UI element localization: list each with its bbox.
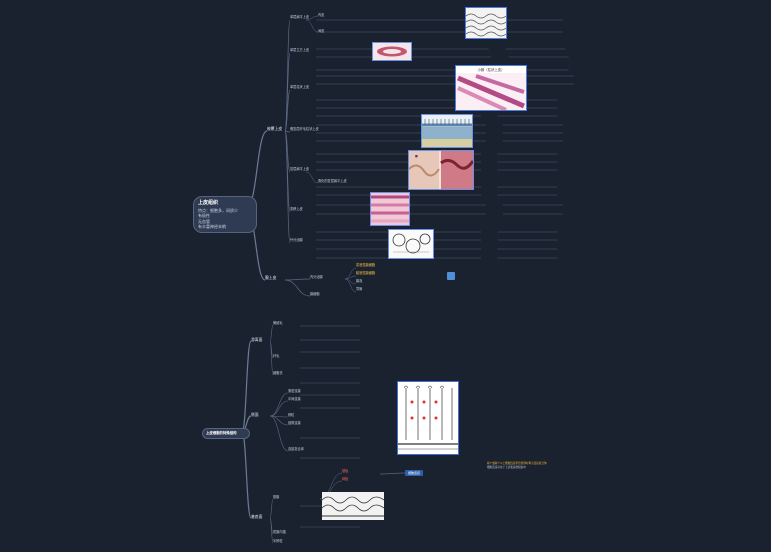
top-root-sub-2: 有极性 (198, 213, 210, 219)
highlight-cell-junction-box[interactable]: 细胞连接 (405, 470, 424, 476)
side-note: 两个或两个以上细胞连接紧密相邻时称为连接复合体 细胞连接存在于上皮和其他组织中 (487, 462, 547, 469)
histology-image-pseudostratified[interactable] (421, 114, 473, 148)
histology-image-transitional[interactable] (370, 192, 410, 226)
top-root-sub-3: 无血管 (198, 218, 210, 224)
basal-diagram-image[interactable] (322, 492, 384, 520)
bottom-root-title: 上皮细胞的特殊结构 (206, 431, 237, 435)
top-branch-glandular-epithelium[interactable]: 腺上皮 (265, 275, 277, 280)
connector-line (269, 415, 289, 452)
leaf-duct[interactable]: 导管 (356, 287, 363, 291)
side-note-line-1: 两个或两个以上细胞连接紧密相邻时称为连接复合体 (487, 462, 547, 465)
top-root-title: 上皮组织 (198, 200, 219, 206)
leaf-mesothelium[interactable]: 间皮 (318, 29, 325, 33)
leaf-plasma-infolding[interactable]: 质膜内褶 (273, 530, 286, 534)
connector-line (269, 498, 274, 519)
histology-image-gland[interactable] (388, 229, 434, 259)
connector-line (284, 89, 291, 132)
leaf-tight-junction[interactable]: 紧密连接 (288, 389, 301, 393)
top-root-node[interactable]: 上皮组织 特点：细胞多，间质少 有极性 无血管 有丰富神经末梢 (193, 196, 257, 234)
leaf-basement-membrane[interactable]: 基膜 (273, 495, 280, 499)
connector-line (305, 19, 319, 33)
side-note-line-2: 细胞连接存在于上皮和其他组织中 (487, 465, 526, 469)
attachment-marker-icon[interactable] (447, 272, 455, 280)
connector-line (269, 392, 289, 417)
connector-line (269, 324, 274, 342)
leaf-pseudostratified[interactable]: 假复层纤毛柱状上皮 (290, 127, 319, 131)
leaf-gap-junction[interactable]: 缝隙连接 (288, 421, 301, 425)
leaf-transitional[interactable]: 变移上皮 (290, 207, 303, 211)
top-branch-covering-epithelium[interactable]: 被覆上皮 (267, 126, 283, 131)
bottom-root-node[interactable]: 上皮细胞的特殊结构 (202, 428, 250, 439)
top-root-sub-1: 特点：细胞多，间质少 (198, 207, 238, 213)
leaf-desmosome[interactable]: 桥粒 (288, 413, 295, 417)
histology-image-columnar[interactable]: 小肠（柱状上皮） (455, 65, 527, 111)
leaf-stratified-squamous[interactable]: 复层扁平上皮 (290, 167, 310, 171)
leaf-intermediate-junction[interactable]: 中间连接 (288, 397, 301, 401)
leaf-hemidesmosome[interactable]: 半桥粒 (273, 539, 283, 543)
connector-line (344, 278, 357, 293)
svg-text:■: ■ (415, 154, 418, 158)
leaf-microvilli[interactable]: 微绒毛 (273, 321, 283, 325)
leaf-junctional-complex[interactable]: 连接复合体 (288, 447, 304, 451)
connector-line (284, 130, 291, 244)
connector-line (284, 278, 311, 281)
leaf-exocrine[interactable]: 外分泌腺 (290, 238, 303, 242)
leaf-endocrine[interactable]: 内分泌腺 (310, 275, 323, 279)
connector-line (269, 400, 289, 417)
leaf-mucous-cell[interactable]: 黏液性腺细胞 (356, 271, 376, 275)
leaf-simple-cuboidal[interactable]: 单层立方上皮 (290, 48, 310, 52)
histology-image-stratified[interactable]: ■ (408, 150, 474, 190)
leaf-reticular-lamina[interactable]: 网板 (342, 477, 349, 481)
connector-line (269, 415, 289, 426)
connector-line (269, 340, 274, 376)
leaf-acinus[interactable]: 腺泡 (356, 279, 363, 283)
junction-diagram-image[interactable] (397, 381, 459, 455)
connector-line (284, 130, 291, 133)
histology-image-cuboidal[interactable] (372, 42, 412, 61)
histology-image-squamous[interactable] (465, 7, 507, 39)
connector-line (305, 171, 319, 184)
bottom-branch-lateral-surface[interactable]: 侧面 (251, 412, 259, 417)
image-caption: 小肠（柱状上皮） (477, 67, 504, 72)
leaf-basal-lamina[interactable]: 基板 (342, 469, 349, 473)
leaf-simple-squamous[interactable]: 单层扁平上皮 (290, 15, 310, 19)
leaf-cilia[interactable]: 纤毛 (273, 354, 280, 358)
connector-line (269, 517, 274, 544)
connector-line (284, 279, 311, 297)
leaf-gland-cell[interactable]: 腺细胞 (310, 292, 320, 296)
connector-line (241, 340, 252, 433)
leaf-cell-coat[interactable]: 细胞衣 (273, 371, 283, 375)
connector-line (241, 431, 252, 519)
bottom-branch-basal-surface[interactable]: 基底面 (251, 514, 263, 519)
top-root-sub-4: 有丰富神经末梢 (198, 223, 226, 229)
connector-line (284, 130, 291, 213)
connector-line (379, 472, 406, 475)
bottom-branch-free-surface[interactable]: 游离面 (251, 337, 263, 342)
leaf-serous-cell[interactable]: 浆液性腺细胞 (356, 263, 376, 267)
leaf-keratinized[interactable]: 角化的复层扁平上皮 (318, 179, 347, 183)
leaf-simple-columnar[interactable]: 单层柱状上皮 (290, 85, 310, 89)
connector-line (305, 15, 319, 21)
leaf-endothelium[interactable]: 内皮 (318, 13, 325, 17)
